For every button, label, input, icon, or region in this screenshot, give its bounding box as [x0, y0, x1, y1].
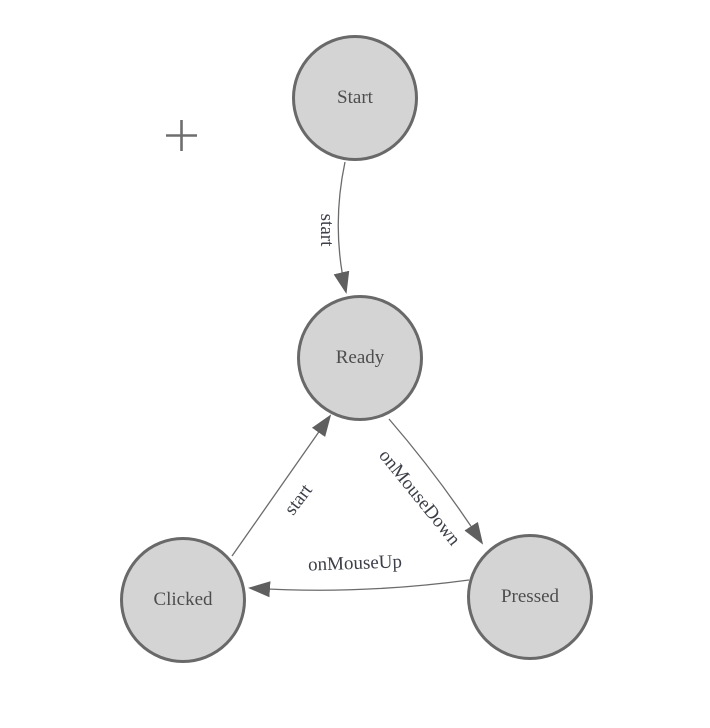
state-label: Pressed	[500, 586, 560, 607]
state-label: Clicked	[153, 589, 213, 610]
plus-icon	[166, 120, 197, 151]
state-node-ready[interactable]: Ready	[297, 295, 423, 421]
state-node-start[interactable]: Start	[292, 35, 418, 161]
state-label: Start	[337, 87, 373, 108]
edge-clicked-to-ready[interactable]	[231, 414, 332, 557]
state-node-clicked[interactable]: Clicked	[120, 537, 246, 663]
state-node-pressed[interactable]: Pressed	[467, 534, 593, 660]
edge-pressed-to-clicked[interactable]	[248, 579, 470, 598]
edge-start-to-ready[interactable]	[333, 161, 350, 294]
state-label: Ready	[335, 347, 385, 368]
edge-ready-to-pressed[interactable]	[388, 418, 484, 545]
